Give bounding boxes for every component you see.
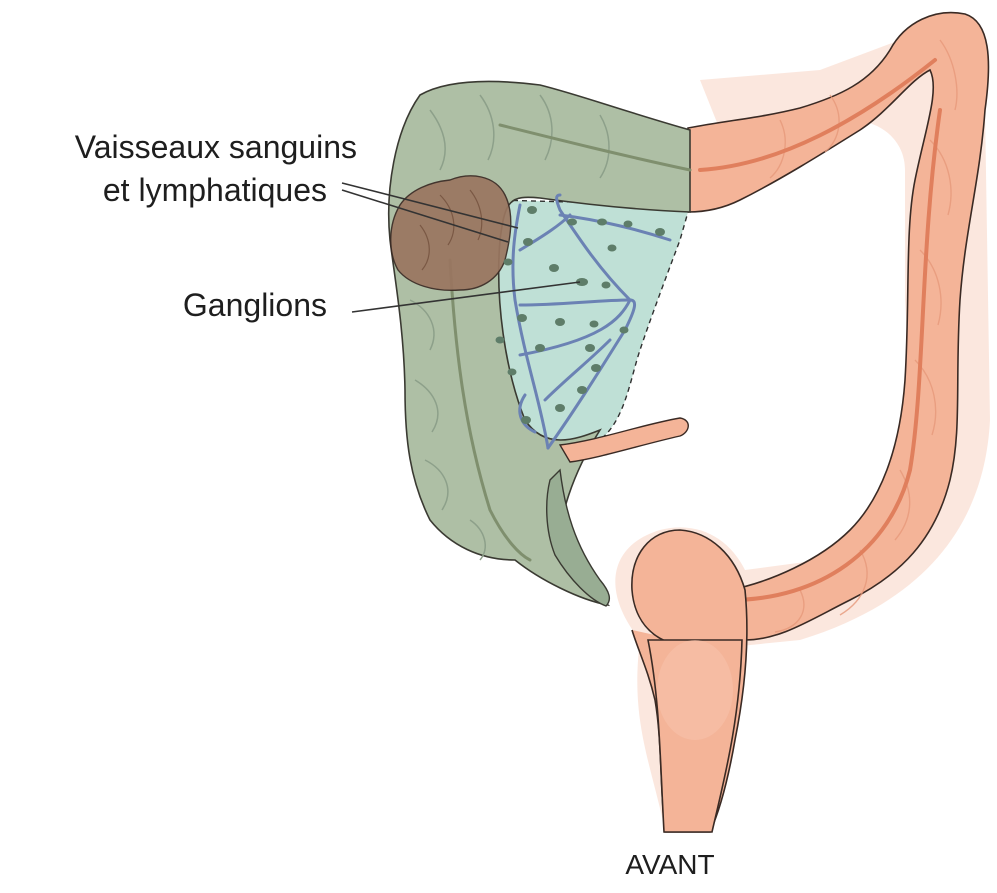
lymph-node xyxy=(591,364,601,372)
lymph-node xyxy=(535,344,545,352)
lymph-node xyxy=(508,369,517,376)
lymph-node xyxy=(555,404,565,412)
lymph-node xyxy=(608,245,617,252)
lymph-node xyxy=(567,219,577,226)
lymph-node xyxy=(590,321,599,328)
label-orientation-avant: AVANT xyxy=(605,846,735,884)
lymph-node xyxy=(585,344,595,352)
lymph-node xyxy=(624,221,633,228)
lymph-node xyxy=(504,259,513,266)
label-vessels-line2: et lymphatiques xyxy=(103,171,327,209)
lymph-node xyxy=(523,238,533,246)
lymph-node xyxy=(577,386,587,394)
label-ganglions: Ganglions xyxy=(183,286,327,324)
lymph-node xyxy=(527,206,537,214)
lymph-node xyxy=(655,228,665,236)
lymph-node xyxy=(549,264,559,272)
label-vessels-line1: Vaisseaux sanguins xyxy=(75,128,357,166)
lymph-node xyxy=(496,337,505,344)
lymph-node xyxy=(620,327,629,334)
lymph-node xyxy=(521,416,531,424)
lymph-node xyxy=(597,219,607,226)
rectum-highlight xyxy=(657,640,733,740)
lymph-node xyxy=(602,282,611,289)
lymph-node xyxy=(517,314,527,322)
lymph-node xyxy=(555,318,565,326)
